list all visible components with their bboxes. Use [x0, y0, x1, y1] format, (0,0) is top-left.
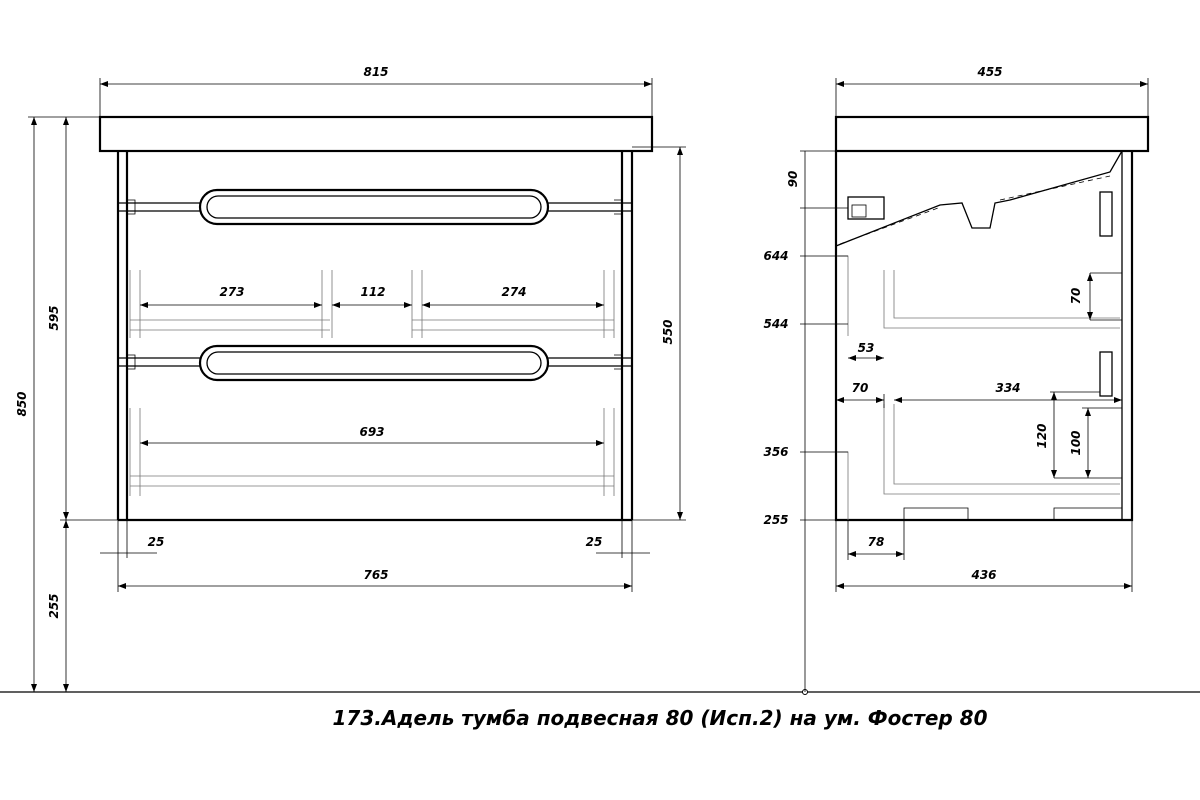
front-hinge-marks-lower [127, 354, 623, 370]
front-view: 815 850 595 255 550 273 112 274 693 [15, 65, 686, 692]
side-handle-upper [1099, 191, 1113, 237]
dim-693: 693 [359, 425, 384, 439]
level-356: 356 [763, 445, 788, 459]
front-body-sides [116, 151, 634, 520]
dim-274: 274 [501, 285, 526, 299]
dim-436: 436 [970, 568, 996, 582]
side-basin-profile [835, 150, 1123, 247]
front-lower-handle [198, 344, 550, 382]
dim-550: 550 [661, 319, 675, 344]
dim-70-horizontal: 70 [852, 381, 869, 395]
dim-90: 90 [786, 171, 800, 188]
dim-595: 595 [47, 305, 61, 330]
side-basin-hidden [839, 175, 1111, 245]
level-644: 644 [763, 249, 788, 263]
level-544: 544 [763, 317, 788, 331]
side-view: 455 90 644 544 356 255 70 53 70 334 12 [763, 65, 1150, 692]
dim-255-front: 255 [47, 593, 61, 618]
dim-120: 120 [1035, 423, 1049, 448]
front-upper-handle-inner [206, 195, 542, 219]
front-hinge-marks [127, 199, 623, 215]
front-upper-drawer-right-box [411, 270, 615, 338]
dim-850: 850 [15, 391, 29, 416]
siphon-inner [851, 204, 867, 218]
side-upper-drawer [883, 270, 1120, 329]
dim-815: 815 [363, 65, 388, 79]
dim-70-vertical: 70 [1069, 288, 1083, 305]
side-handle-lower [1099, 351, 1113, 397]
dim-78: 78 [868, 535, 885, 549]
dim-53: 53 [858, 341, 875, 355]
dim-273: 273 [219, 285, 244, 299]
dim-334: 334 [995, 381, 1020, 395]
dim-25-right: 25 [586, 535, 603, 549]
level-255: 255 [763, 513, 788, 527]
side-lower-drawer [883, 404, 1120, 495]
dim-25-left: 25 [148, 535, 165, 549]
side-feet [903, 507, 1122, 520]
side-countertop [834, 115, 1150, 153]
side-rails [838, 255, 849, 520]
side-body [834, 151, 1134, 522]
front-upper-drawer-left-box [129, 270, 333, 338]
drawing-caption: 173.Адель тумба подвесная 80 (Исп.2) на … [332, 706, 988, 730]
dim-765: 765 [363, 568, 388, 582]
front-upper-handle [198, 188, 550, 226]
dim-100: 100 [1069, 430, 1083, 455]
front-lower-drawer-box [129, 408, 615, 496]
front-lower-handle-inner [206, 351, 542, 375]
front-countertop [98, 115, 654, 153]
front-upper-separator [118, 202, 632, 212]
front-lower-separator [118, 357, 632, 367]
dim-112: 112 [360, 285, 385, 299]
dim-455: 455 [976, 65, 1002, 79]
